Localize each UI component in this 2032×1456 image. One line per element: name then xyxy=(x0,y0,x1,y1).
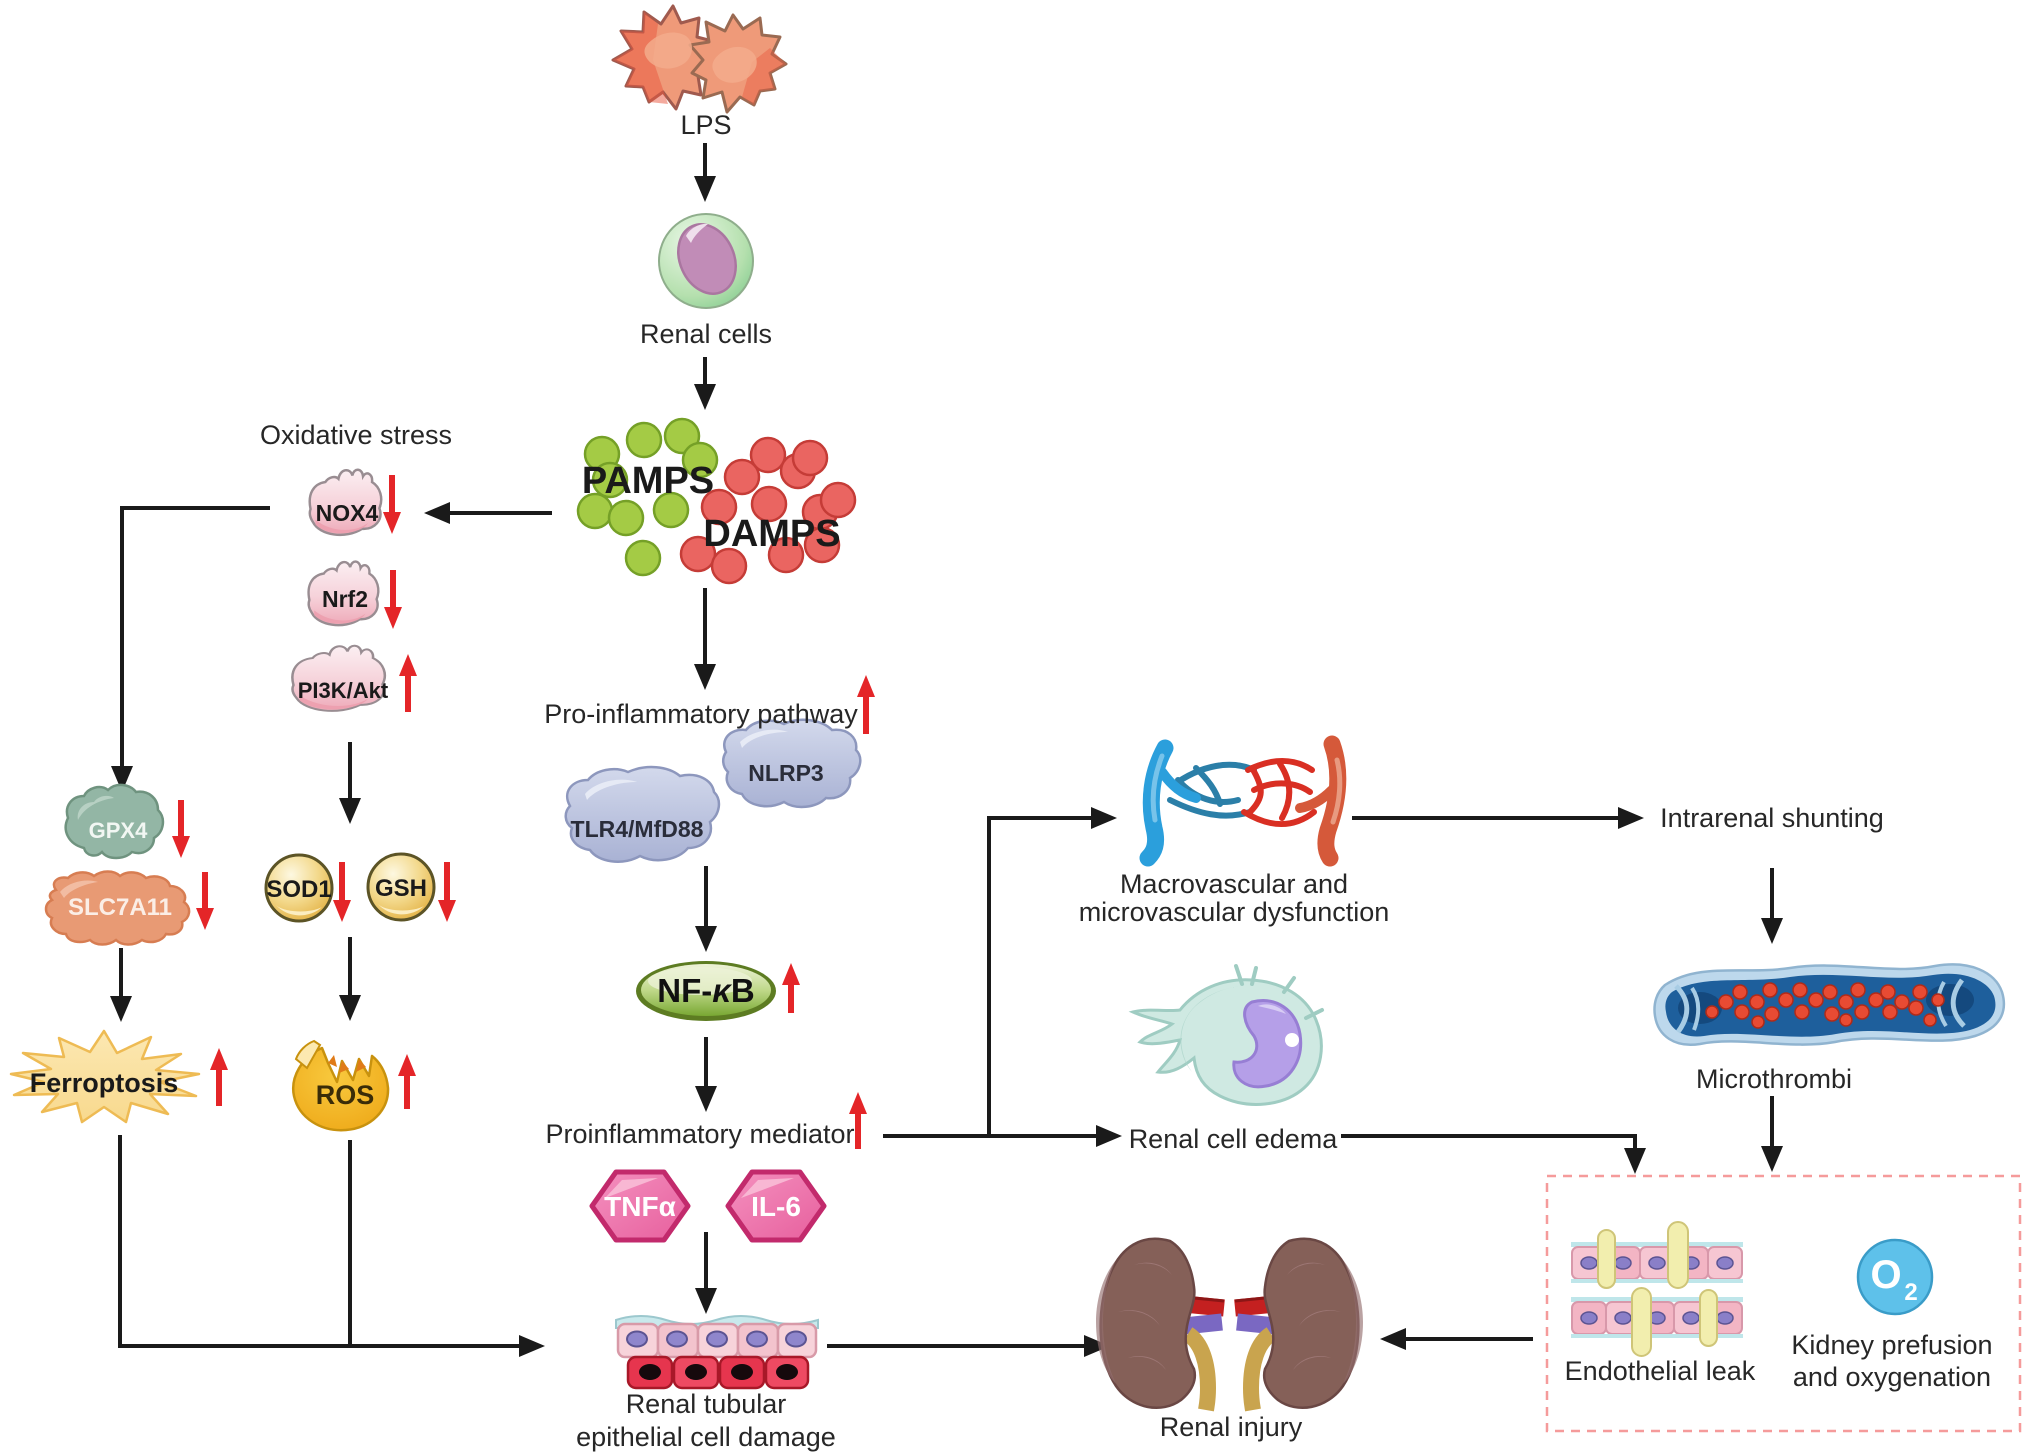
svg-text:Renal tubular: Renal tubular xyxy=(626,1389,787,1419)
svg-text:NF-κB: NF-κB xyxy=(657,972,755,1009)
svg-text:Renal injury: Renal injury xyxy=(1160,1412,1303,1442)
svg-text:TNFα: TNFα xyxy=(604,1191,676,1222)
svg-text:TLR4/MfD88: TLR4/MfD88 xyxy=(571,816,704,842)
svg-text:epithelial cell damage: epithelial cell damage xyxy=(576,1422,836,1452)
svg-text:NLRP3: NLRP3 xyxy=(748,760,823,786)
svg-text:LPS: LPS xyxy=(680,110,731,140)
svg-text:and oxygenation: and oxygenation xyxy=(1793,1362,1991,1392)
svg-text:2: 2 xyxy=(1904,1279,1917,1306)
svg-text:Pro-inflammatory pathway: Pro-inflammatory pathway xyxy=(544,699,858,729)
svg-text:SOD1: SOD1 xyxy=(266,876,331,903)
svg-text:GPX4: GPX4 xyxy=(89,818,148,843)
svg-text:Intrarenal shunting: Intrarenal shunting xyxy=(1660,803,1884,833)
svg-text:O: O xyxy=(1870,1253,1901,1297)
svg-text:Renal cells: Renal cells xyxy=(640,319,772,349)
svg-text:Endothelial leak: Endothelial leak xyxy=(1565,1356,1756,1386)
svg-text:Microthrombi: Microthrombi xyxy=(1696,1064,1852,1094)
svg-text:SLC7A11: SLC7A11 xyxy=(68,894,172,921)
svg-text:DAMPS: DAMPS xyxy=(703,513,840,555)
svg-text:PI3K/Akt: PI3K/Akt xyxy=(298,678,389,703)
svg-text:PAMPS: PAMPS xyxy=(582,460,714,502)
svg-text:Macrovascular and: Macrovascular and xyxy=(1120,869,1348,899)
svg-text:Nrf2: Nrf2 xyxy=(322,586,368,612)
svg-text:Renal cell edema: Renal cell edema xyxy=(1129,1124,1339,1154)
svg-text:Proinflammatory mediator: Proinflammatory mediator xyxy=(545,1119,854,1149)
svg-text:Oxidative stress: Oxidative stress xyxy=(260,420,452,450)
svg-text:IL-6: IL-6 xyxy=(751,1191,801,1222)
svg-text:NOX4: NOX4 xyxy=(316,500,379,526)
svg-text:GSH: GSH xyxy=(375,875,427,902)
svg-text:ROS: ROS xyxy=(316,1080,375,1110)
svg-text:Kidney prefusion: Kidney prefusion xyxy=(1791,1330,1992,1360)
svg-text:microvascular dysfunction: microvascular dysfunction xyxy=(1079,897,1390,927)
svg-text:Ferroptosis: Ferroptosis xyxy=(30,1068,179,1098)
